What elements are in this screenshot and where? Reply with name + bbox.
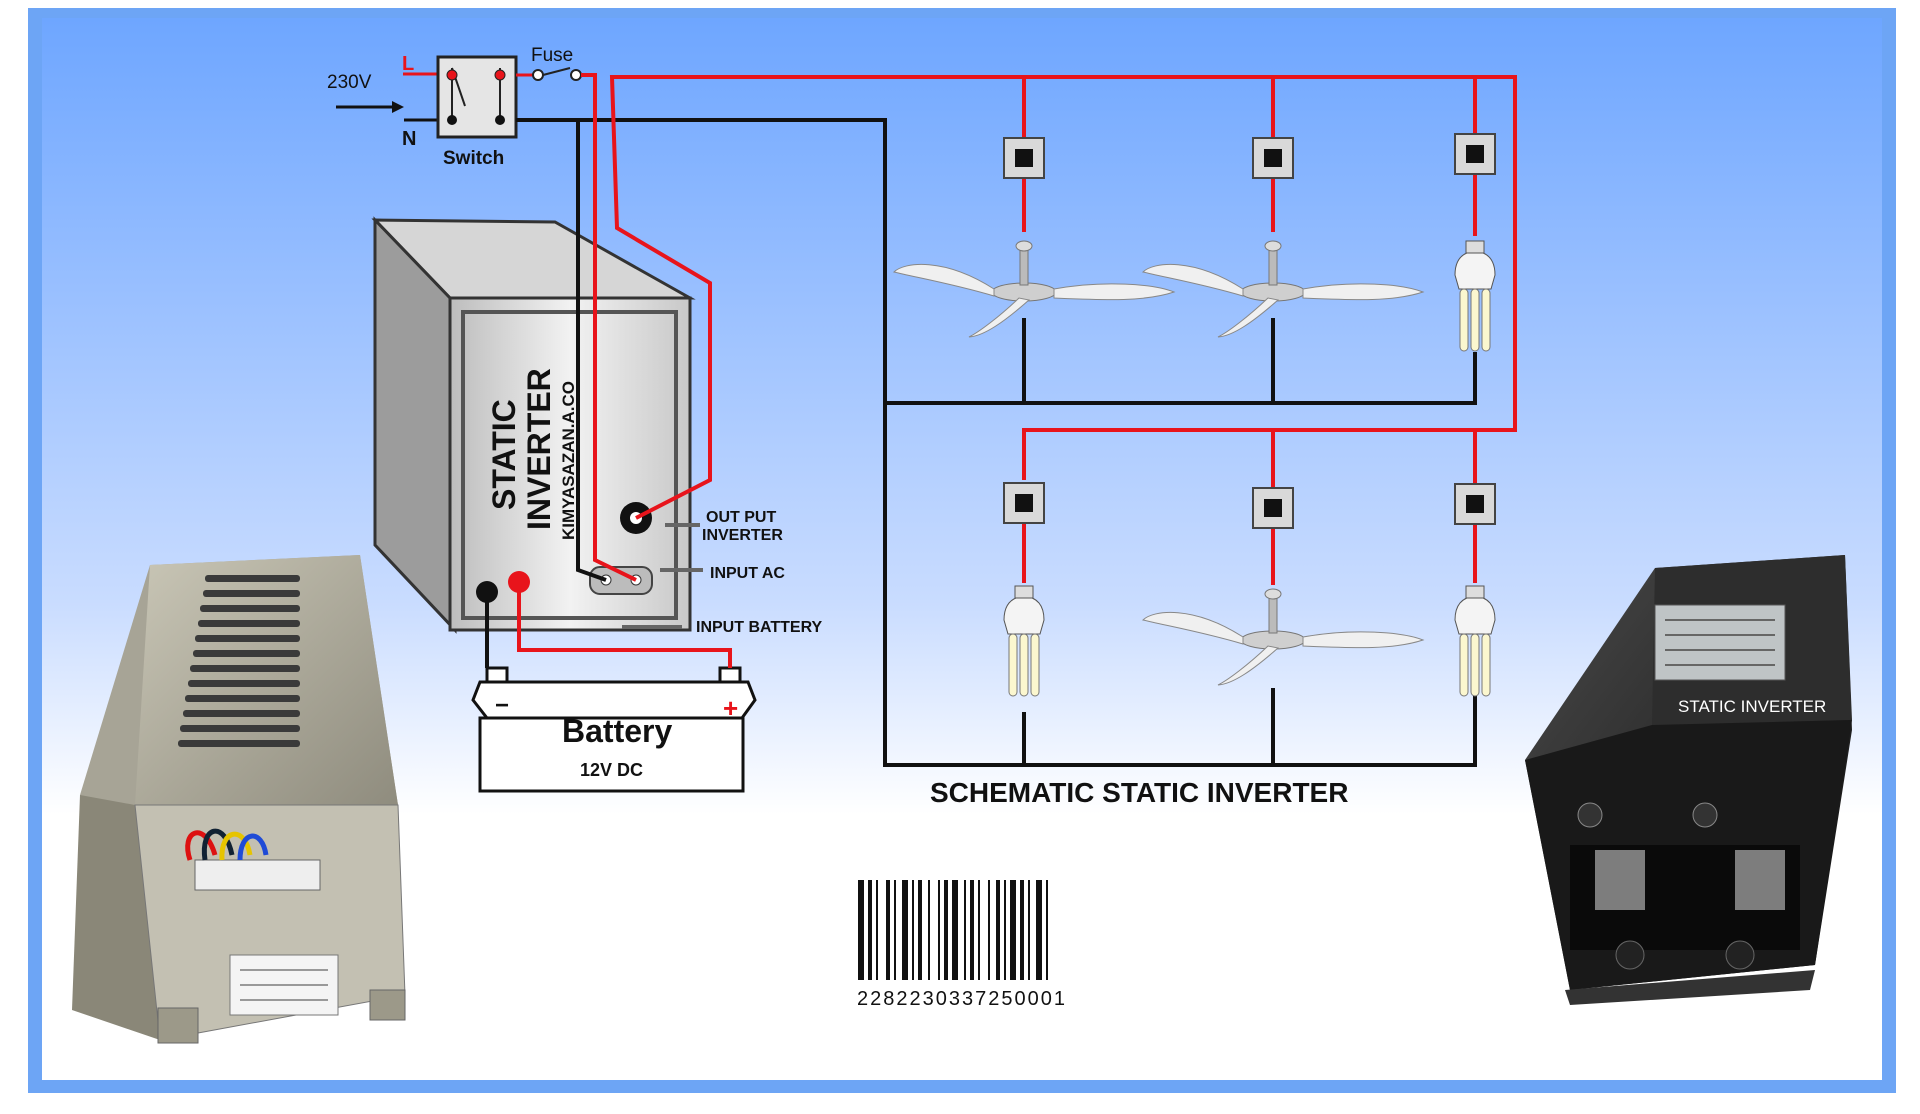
live-wiring (581, 73, 1517, 585)
barcode-bar (1036, 880, 1042, 980)
battery-title: Battery (562, 713, 672, 749)
barcode-bar (938, 880, 940, 980)
fuse-icon (532, 67, 582, 81)
battery-pos-sign: + (723, 693, 738, 723)
battery-rating: 12V DC (580, 760, 643, 780)
barcode-bar (1004, 880, 1006, 980)
schematic-title: SCHEMATIC STATIC INVERTER (930, 777, 1348, 808)
barcode-bar (988, 880, 990, 980)
battery-neg-sign: − (495, 692, 509, 719)
label-input-ac: INPUT AC (710, 565, 785, 582)
barcode-bar (912, 880, 914, 980)
wall-switch-icon (1003, 482, 1045, 524)
label-n: N (402, 128, 416, 150)
wall-switch-icon (1252, 137, 1294, 179)
label-l: L (402, 53, 414, 75)
wall-switch-icon (1454, 133, 1496, 175)
battery: − + Battery 12V DC (471, 666, 757, 793)
label-input-battery: INPUT BATTERY (696, 619, 823, 636)
barcode-bar (1020, 880, 1024, 980)
barcode-bar (978, 880, 980, 980)
barcode-bar (894, 880, 896, 980)
switch-icon (436, 55, 518, 139)
barcode-bar (1028, 880, 1030, 980)
box-title-static: STATIC (486, 399, 522, 510)
cfl-bulb-icon (1003, 585, 1045, 697)
inverter-photo-right: STATIC INVERTER (1525, 555, 1852, 1005)
barcode-bar (970, 880, 974, 980)
barcode-bar (952, 880, 958, 980)
wall-switch-icon (1003, 137, 1045, 179)
barcode-bar (928, 880, 930, 980)
label-output-2: INVERTER (702, 527, 783, 544)
label-output-1: OUT PUT (706, 509, 776, 526)
barcode-bar (858, 880, 864, 980)
barcode-bar (918, 880, 922, 980)
barcode-bar (876, 880, 878, 980)
wall-switch-icon (1252, 487, 1294, 529)
box-title-inverter: INVERTER (521, 368, 557, 530)
input-ac-socket (589, 566, 653, 595)
photo-right-label: STATIC INVERTER (1678, 697, 1826, 716)
barcode-bar (1010, 880, 1016, 980)
box-brand: KIMYASAZAN.A.CO (559, 381, 578, 540)
barcode-icon: 2282230337250001 (845, 870, 1105, 1018)
barcode-bar (964, 880, 966, 980)
inverter-box: STATIC INVERTER KIMYASAZAN.A.CO (371, 216, 696, 634)
label-230v: 230V (327, 72, 372, 93)
barcode-bar (1046, 880, 1048, 980)
inverter-photo-left (72, 555, 406, 1044)
barcode-bar (996, 880, 1000, 980)
barcode-digits: 2282230337250001 (857, 988, 1067, 1010)
barcode-bar (902, 880, 908, 980)
wall-switch-icon (1454, 483, 1496, 525)
neutral-wiring (516, 118, 1477, 767)
barcode-bar (944, 880, 948, 980)
cfl-bulb-icon (1454, 240, 1496, 352)
cfl-bulb-icon (1454, 585, 1496, 697)
barcode-bar (868, 880, 872, 980)
label-switch: Switch (443, 148, 504, 169)
label-fuse: Fuse (531, 45, 573, 66)
barcode-bar (886, 880, 890, 980)
